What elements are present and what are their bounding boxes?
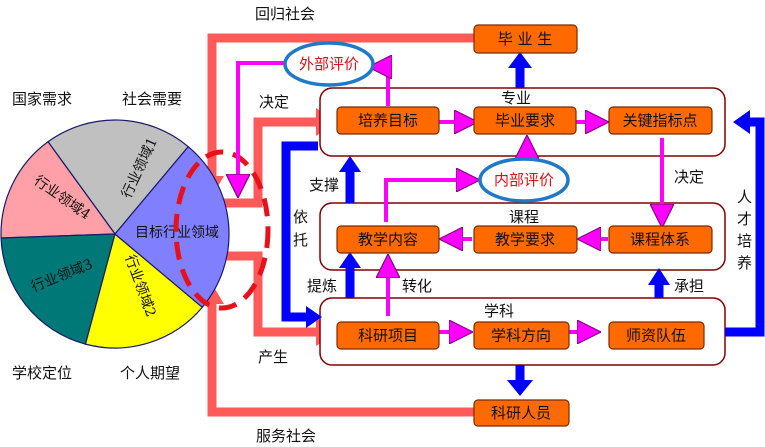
- group-discipline-title: 学科: [484, 302, 514, 320]
- label-refine: 提炼: [307, 277, 337, 295]
- box-key-indicator-label: 关键指标点: [622, 112, 697, 130]
- box-researcher-label: 科研人员: [491, 404, 551, 422]
- box-course-system[interactable]: 课程体系: [608, 225, 713, 254]
- label-decide-right: 决定: [674, 168, 704, 186]
- slice-industry-4: [0, 140, 117, 239]
- label-serve-society: 服务社会: [256, 427, 316, 445]
- rely-blue-path: [281, 141, 318, 322]
- external-eval-to-pie: [238, 61, 286, 190]
- decide-red-path: [222, 117, 318, 208]
- internal-evaluation[interactable]: 内部评价: [478, 157, 570, 203]
- box-teaching-requirement-label: 教学要求: [495, 231, 555, 249]
- label-talent-3: 培: [737, 232, 752, 250]
- label-produce: 产生: [258, 348, 288, 366]
- label-undertake: 承担: [674, 277, 704, 295]
- label-social-need: 社会需要: [122, 90, 182, 108]
- label-rely-1: 依: [293, 208, 308, 226]
- produce-red-path: [222, 251, 318, 337]
- box-discipline-direction[interactable]: 学科方向: [473, 321, 570, 350]
- label-talent-4: 养: [737, 254, 752, 272]
- box-training-goal-label: 培养目标: [358, 112, 418, 130]
- box-graduate[interactable]: 毕 业 生: [473, 24, 578, 54]
- box-researcher[interactable]: 科研人员: [473, 399, 570, 427]
- label-decide-top: 决定: [259, 93, 289, 111]
- label-return-society: 回归社会: [255, 5, 315, 23]
- label-talent-2: 才: [737, 210, 752, 228]
- box-graduation-requirement-label: 毕业要求: [495, 112, 555, 130]
- label-talent-1: 人: [737, 188, 752, 206]
- box-graduate-label: 毕 业 生: [498, 30, 553, 48]
- box-training-goal[interactable]: 培养目标: [336, 106, 440, 135]
- box-course-system-label: 课程体系: [630, 231, 690, 249]
- box-research-project-label: 科研项目: [358, 327, 418, 345]
- external-evaluation[interactable]: 外部评价: [283, 41, 375, 87]
- label-support: 支撑: [309, 176, 339, 194]
- slice-industry-1: [47, 119, 190, 235]
- slice-industry-3: [0, 233, 116, 345]
- label-school-position: 学校定位: [12, 364, 72, 382]
- box-research-project[interactable]: 科研项目: [336, 321, 440, 350]
- group-major-title: 专业: [501, 89, 531, 107]
- box-graduation-requirement[interactable]: 毕业要求: [473, 106, 577, 135]
- box-teaching-content-label: 教学内容: [358, 231, 418, 249]
- talent-blue-path: [725, 117, 765, 337]
- blue-arrowheads: [306, 52, 750, 396]
- slice-industry-2: [84, 232, 204, 349]
- label-national-demand: 国家需求: [12, 90, 72, 108]
- label-transform: 转化: [402, 277, 432, 295]
- box-discipline-direction-label: 学科方向: [491, 327, 551, 345]
- content-to-internal-eval: [384, 180, 472, 222]
- box-faculty[interactable]: 师资队伍: [608, 321, 705, 350]
- label-rely-2: 托: [293, 231, 308, 249]
- external-evaluation-label: 外部评价: [299, 55, 359, 73]
- box-key-indicator[interactable]: 关键指标点: [608, 106, 713, 135]
- serve-society-loop: [207, 300, 474, 417]
- magenta-arrows: [238, 63, 662, 332]
- label-personal-expectation: 个人期望: [120, 364, 180, 382]
- slice-target-industry-label: 目标行业领域: [135, 225, 219, 241]
- return-society-loop: [207, 33, 474, 180]
- target-highlight-ellipse: [173, 149, 271, 311]
- slice-target-industry: [114, 145, 230, 309]
- goal-to-external-eval: [376, 67, 388, 106]
- box-faculty-label: 师资队伍: [626, 327, 686, 345]
- box-teaching-requirement[interactable]: 教学要求: [473, 225, 578, 254]
- internal-evaluation-label: 内部评价: [494, 171, 554, 189]
- box-teaching-content[interactable]: 教学内容: [336, 225, 440, 254]
- group-course-title: 课程: [509, 208, 539, 226]
